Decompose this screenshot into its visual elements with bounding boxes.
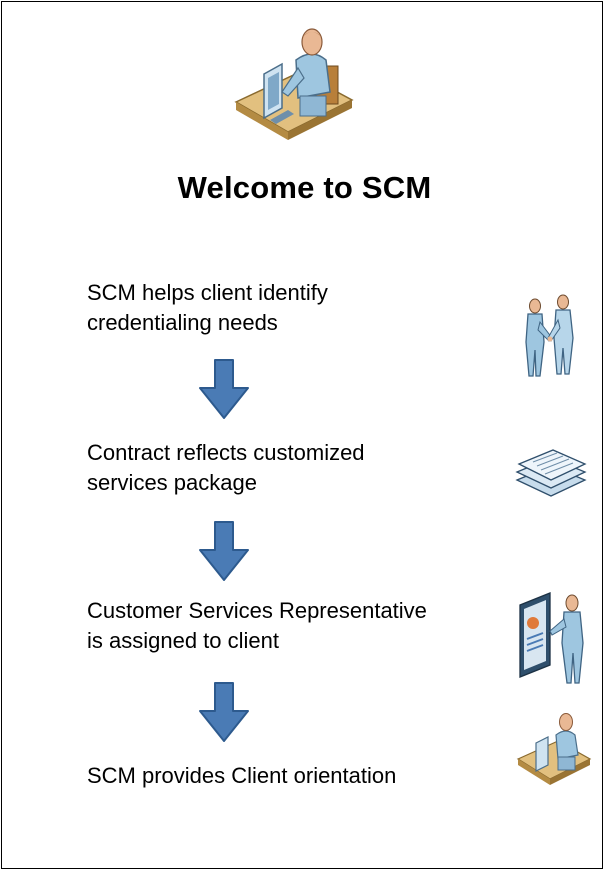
down-arrow-icon: [199, 521, 249, 581]
page-title: Welcome to SCM: [177, 170, 432, 205]
step-3-line-2: is assigned to client: [87, 628, 279, 653]
step-2-line-2: services package: [87, 470, 257, 495]
step-1-line-2: credentialing needs: [87, 310, 278, 335]
documents-icon: [515, 449, 587, 497]
step-4-line-1: SCM provides Client orientation: [87, 763, 397, 788]
down-arrow-icon: [199, 682, 249, 742]
step-2-text: Contract reflects customized services pa…: [87, 438, 507, 498]
step-4-text: SCM provides Client orientation: [87, 761, 507, 791]
desk-worker-icon: [516, 713, 592, 785]
handshake-icon: [525, 294, 574, 377]
step-1-line-1: SCM helps client identify: [87, 280, 328, 305]
step-1-text: SCM helps client identify credentialing …: [87, 278, 507, 338]
step-3-line-1: Customer Services Representative: [87, 598, 427, 623]
step-3-text: Customer Services Representative is assi…: [87, 596, 507, 656]
down-arrow-icon: [199, 359, 249, 419]
step-2-line-1: Contract reflects customized: [87, 440, 365, 465]
desk-worker-icon: [234, 28, 354, 140]
presenter-icon: [519, 592, 584, 684]
